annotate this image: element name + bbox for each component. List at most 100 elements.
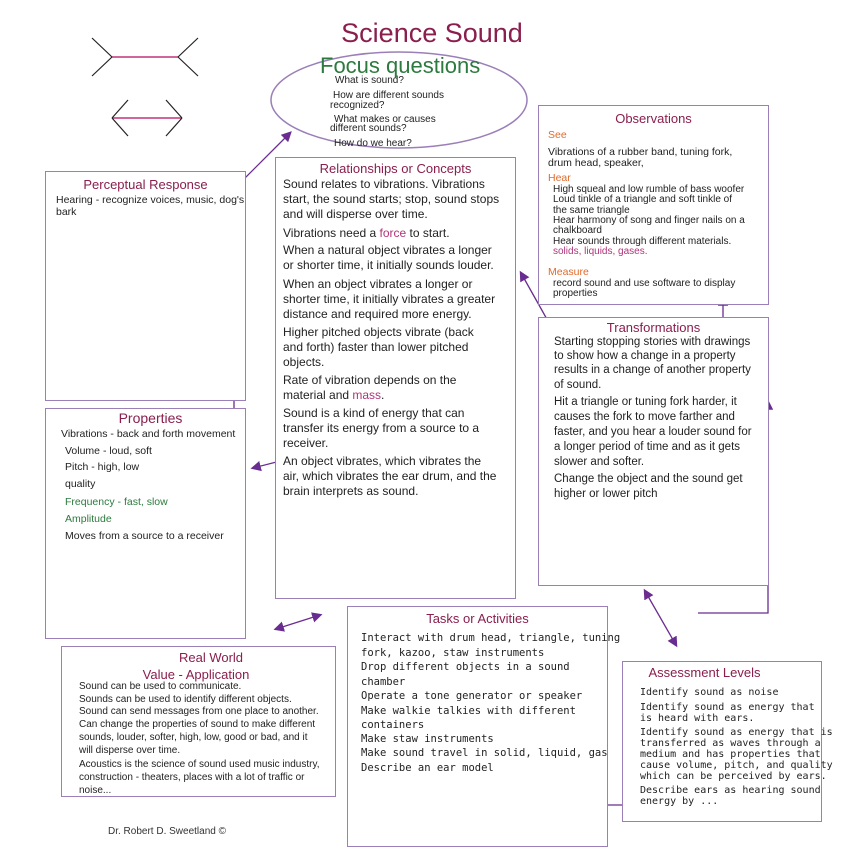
assessment-line: Describe ears as hearing sound — [640, 785, 821, 796]
observations-see-line: drum head, speaker, — [548, 157, 644, 169]
tasks-line: Drop different objects in a sound — [361, 661, 570, 673]
observations-see-label: See — [548, 129, 567, 141]
assessment-line: cause volume, pitch, and quality — [640, 760, 833, 771]
tasks-line: Operate a tone generator or speaker — [361, 690, 583, 702]
relationships-line: material and mass. — [283, 388, 385, 402]
illusion-line-inward-fins — [111, 99, 183, 137]
relationships-line: Vibrations need a force to start. — [283, 226, 450, 240]
assessment-line: Identify sound as noise — [640, 687, 779, 698]
transformations-box — [538, 317, 769, 586]
observations-hear-colored: solids, liquids, gases. — [553, 246, 648, 257]
transformations-line: causes the fork to move farther and — [554, 411, 735, 423]
tasks-line: chamber — [361, 676, 406, 688]
property-item: Frequency - fast, slow — [65, 496, 168, 508]
focus-question-3b: different sounds? — [330, 123, 407, 134]
realworld-line: Sounds can be used to identify different… — [79, 694, 292, 705]
focus-question-2a: How are different sounds — [333, 90, 444, 101]
relationships-line: brain interprets as sound. — [283, 484, 419, 498]
perceptual-line-2: bark — [56, 206, 77, 218]
relationships-heading: Relationships or Concepts — [319, 161, 472, 176]
transformations-line: Change the object and the sound get — [554, 473, 743, 485]
observations-hear-line: Hear sounds through different materials. — [553, 236, 732, 247]
focus-question-3a: What makes or causes — [334, 114, 436, 125]
property-item: Moves from a source to a receiver — [65, 530, 224, 542]
properties-box — [45, 408, 246, 639]
transformations-line: slower and softer. — [554, 456, 645, 468]
realworld-line: sounds, louder, softer, high, low, good … — [79, 732, 308, 743]
tasks-heading: Tasks or Activities — [426, 611, 529, 626]
page-title: Science Sound — [341, 18, 523, 48]
relationships-line: When an object vibrates a longer or — [283, 277, 473, 291]
realworld-line: noise... — [79, 785, 112, 796]
realworld-box — [61, 646, 336, 797]
relationships-line: objects. — [283, 355, 325, 369]
realworld-heading-1: Real World — [178, 650, 244, 665]
observations-hear-line: Hear harmony of song and finger nails on… — [553, 215, 745, 226]
focus-question-1: What is sound? — [335, 75, 404, 86]
focus-question-4: How do we hear? — [334, 138, 412, 149]
relationships-line: Higher pitched objects vibrate (back — [283, 325, 474, 339]
observations-hear-line: Loud tinkle of a triangle and soft tinkl… — [553, 194, 733, 205]
realworld-line: will disperse over time. — [79, 745, 181, 756]
realworld-heading-2: Value - Application — [142, 667, 250, 682]
perceptual-response-box — [45, 171, 246, 401]
transformations-line: a longer period of time and as it gets — [554, 441, 741, 453]
property-item: Vibrations - back and forth movement — [61, 428, 236, 440]
observations-heading: Observations — [615, 111, 692, 126]
property-item: Amplitude — [65, 513, 112, 525]
relationships-line: and forth) faster than lower pitched — [283, 340, 469, 354]
observations-hear-line: the same triangle — [553, 205, 630, 216]
transformations-line: higher or lower pitch — [554, 488, 658, 500]
observations-measure-label: Measure — [548, 266, 589, 278]
assessment-line: Identify sound as energy that is — [640, 727, 833, 738]
relationships-line: transfer its energy from a source to a — [283, 421, 480, 435]
relationships-line: shorter time, it initially vibrates a gr… — [283, 292, 496, 306]
property-item: quality — [65, 478, 96, 490]
tasks-box — [347, 606, 608, 847]
transformations-line: Starting stopping stories with drawings — [554, 336, 751, 348]
property-item: Pitch - high, low — [65, 461, 140, 473]
realworld-line: Sound can send messages from one place t… — [79, 706, 319, 717]
observations-hear-line: High squeal and low rumble of bass woofe… — [553, 184, 745, 195]
realworld-line: Can change the properties of sound to ma… — [79, 719, 316, 730]
relationships-line: Rate of vibration depends on the — [283, 373, 457, 387]
observations-measure-line: record sound and use software to display — [553, 278, 736, 289]
transformations-line: faster, and you hear a louder sound for — [554, 426, 752, 438]
tasks-line: Make walkie talkies with different — [361, 705, 576, 717]
realworld-line: construction - theaters, places with a l… — [79, 772, 305, 783]
realworld-line: Acoustics is the science of sound used m… — [79, 759, 320, 770]
relationships-line: distance and required more energy. — [283, 307, 472, 321]
assessment-line: which can be perceived by ears. — [640, 771, 827, 782]
transformations-line: results in a change of another property — [554, 364, 751, 376]
relationships-line: air, which vibrates the ear drum, and th… — [283, 469, 497, 483]
focus-ellipse — [270, 51, 528, 149]
relationships-line: An object vibrates, which vibrates the — [283, 454, 482, 468]
relationships-box — [275, 157, 516, 599]
properties-heading: Properties — [118, 410, 183, 426]
transformations-heading: Transformations — [606, 320, 701, 335]
assessment-box — [622, 661, 822, 822]
perceptual-heading: Perceptual Response — [83, 177, 208, 192]
tasks-line: Make staw instruments — [361, 733, 494, 745]
tasks-line: Make sound travel in solid, liquid, gas — [361, 747, 608, 759]
relationships-line: Sound is a kind of energy that can — [283, 406, 465, 420]
relationships-line: receiver. — [283, 436, 329, 450]
perceptual-line-1: Hearing - recognize voices, music, dog's — [56, 194, 245, 206]
property-item: Volume - loud, soft — [65, 445, 152, 457]
relationships-line: start, the sound starts; stop, sound sto… — [283, 192, 500, 206]
relationships-line: When a natural object vibrates a longer — [283, 243, 492, 257]
tasks-line: fork, kazoo, staw instruments — [361, 647, 545, 659]
observations-hear-line: chalkboard — [553, 225, 602, 236]
arrow-realworld-relationships — [273, 612, 323, 632]
relationships-line: Sound relates to vibrations. Vibrations — [283, 177, 485, 191]
tasks-line: Interact with drum head, triangle, tunin… — [361, 632, 621, 644]
illusion-line-outward-fins — [91, 37, 199, 77]
assessment-line: Identify sound as energy that — [640, 702, 815, 713]
assessment-line: is heard with ears. — [640, 713, 755, 724]
tasks-line: containers — [361, 719, 425, 731]
relationships-line: and will disperse over time. — [283, 207, 428, 221]
assessment-heading: Assessment Levels — [648, 665, 761, 680]
transformations-line: to show how a change in a property — [554, 350, 736, 362]
author-credit: Dr. Robert D. Sweetland © — [108, 826, 226, 837]
observations-see-line: Vibrations of a rubber band, tuning fork… — [548, 146, 733, 158]
